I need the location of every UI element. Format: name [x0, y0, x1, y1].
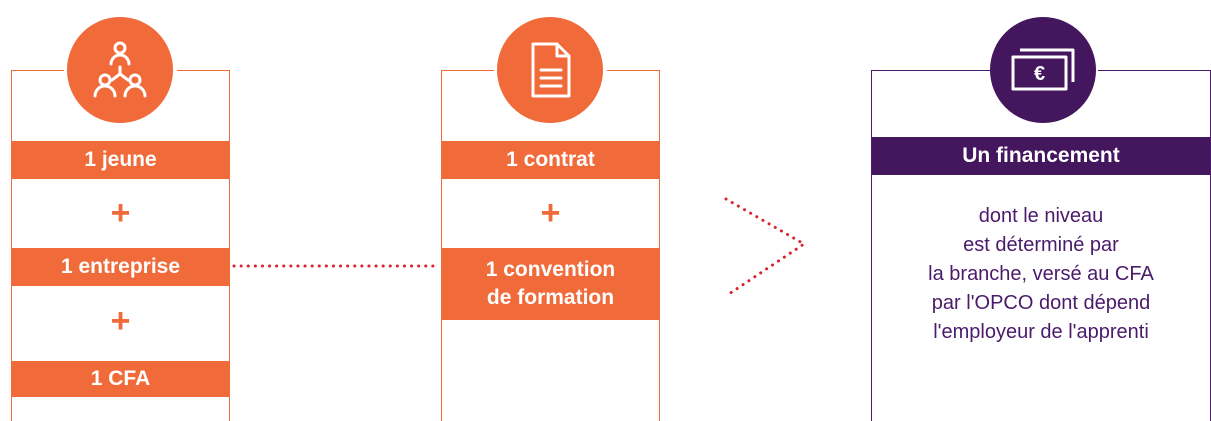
label-contrat: 1 contrat	[442, 141, 659, 179]
column-jeune-entreprise-cfa: 1 jeune + 1 entreprise + 1 CFA	[11, 70, 230, 421]
label-cfa: 1 CFA	[12, 361, 229, 397]
description-line: dont le niveau	[978, 205, 1104, 227]
description-line: est déterminé par	[963, 234, 1119, 256]
dotted-chevron-arrow	[724, 197, 807, 298]
financement-description: dont le niveau est déterminé par la bran…	[872, 202, 1210, 347]
euro-banknote-icon: €	[990, 17, 1096, 123]
column-top-border-left	[872, 70, 990, 71]
label-entreprise: 1 entreprise	[12, 248, 229, 286]
plus-sign: +	[540, 194, 561, 232]
euro-symbol: €	[1034, 63, 1045, 85]
plus-sign: +	[110, 302, 131, 340]
label-convention-line1: 1 convention	[485, 258, 616, 281]
description-line: la branche, versé au CFA	[928, 263, 1154, 285]
people-network-icon	[67, 17, 173, 123]
column-financement: Un financement dont le niveau est déterm…	[871, 70, 1211, 421]
description-line: par l'OPCO dont dépend	[931, 292, 1151, 314]
label-convention: 1 convention de formation	[442, 248, 659, 320]
column-top-border-left	[12, 70, 64, 71]
column-top-border-right	[177, 70, 229, 71]
column-top-border-left	[442, 70, 494, 71]
description-line: l'employeur de l'apprenti	[933, 321, 1149, 343]
document-icon	[497, 17, 603, 123]
plus-sign: +	[110, 194, 131, 232]
label-jeune: 1 jeune	[12, 141, 229, 179]
column-contrat-convention: 1 contrat + 1 convention de formation	[441, 70, 660, 421]
label-convention-line2: de formation	[486, 286, 615, 309]
column-top-border-right	[1098, 70, 1210, 71]
dotted-connector	[232, 264, 440, 268]
label-financement: Un financement	[872, 137, 1210, 175]
column-top-border-right	[607, 70, 659, 71]
